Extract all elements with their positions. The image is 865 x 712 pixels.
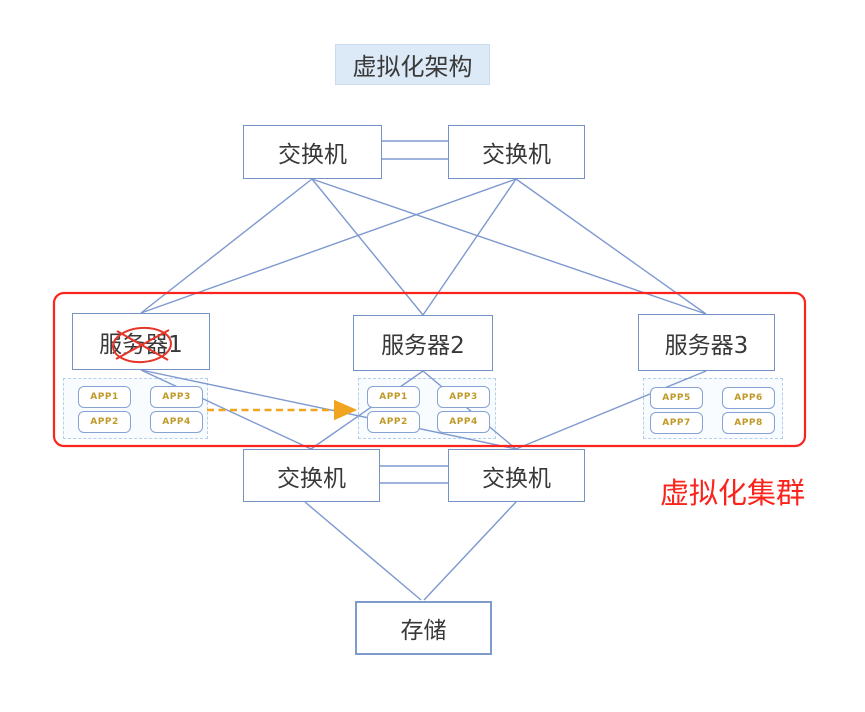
server-3-app-box: APP8 (722, 412, 775, 434)
server-1-app-box: APP2 (78, 411, 131, 433)
server-2-app-box: APP4 (437, 411, 490, 433)
server-2-app-box: APP2 (367, 411, 420, 433)
connector-line (311, 178, 707, 315)
connector-line (140, 178, 517, 314)
cluster-label: 虚拟化集群 (660, 476, 806, 510)
bottom-switch-pair-links (380, 465, 448, 484)
server-3-app-box: APP5 (650, 387, 703, 409)
bottom-switch-1-node: 交换机 (243, 449, 380, 502)
server-2-node: 服务器2 (353, 315, 493, 371)
connector-line (140, 178, 313, 314)
top-switch-to-server-links (140, 178, 707, 316)
server-1-app-box: APP4 (150, 411, 203, 433)
server-2-app-box: APP3 (437, 386, 490, 408)
server-1-app-box: APP1 (78, 386, 131, 408)
storage-node: 存储 (355, 601, 492, 655)
bottom-switch-2-node: 交换机 (448, 449, 585, 502)
top-switch-1-node: 交换机 (243, 125, 382, 179)
diagram-title: 虚拟化架构 (335, 44, 490, 85)
server-3-app-box: APP7 (650, 412, 703, 434)
connector-line (304, 501, 422, 601)
server-3-node: 服务器3 (638, 314, 775, 371)
bottom-switch-to-storage-links (304, 501, 517, 601)
server-3-app-box: APP6 (722, 387, 775, 409)
connector-line (515, 178, 707, 315)
server-1-node: 服务器1 (72, 313, 210, 370)
top-switch-pair-links (382, 140, 448, 160)
server-1-app-box: APP3 (150, 386, 203, 408)
top-switch-2-node: 交换机 (448, 125, 585, 179)
connector-line (423, 501, 517, 601)
server-2-app-box: APP1 (367, 386, 420, 408)
connector-line (311, 178, 424, 316)
connector-line (422, 178, 517, 316)
